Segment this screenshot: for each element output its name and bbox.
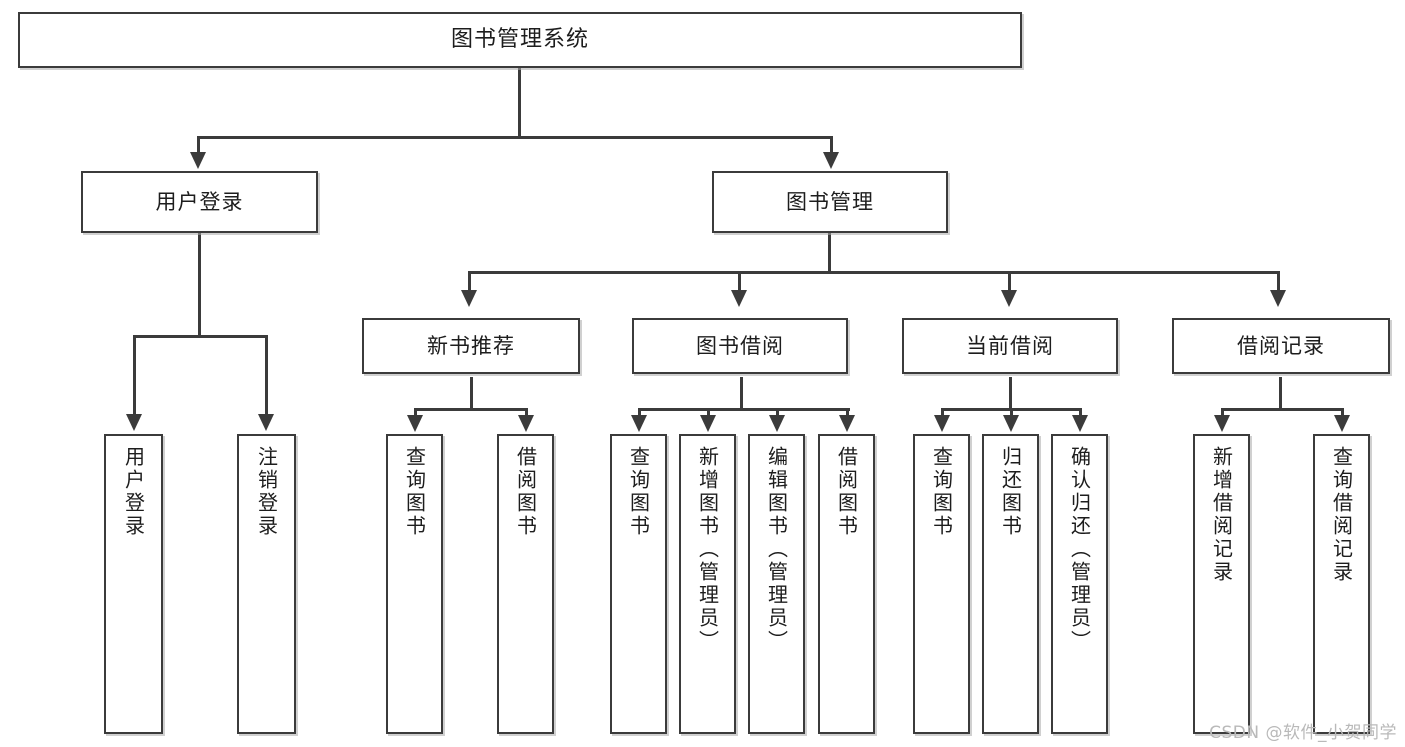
connector-current-drop-2: [1010, 408, 1013, 418]
node-user-login-label: 用户登录: [155, 189, 244, 214]
connector-record-bus: [1221, 408, 1344, 411]
leaf-recommend-borrow-book[interactable]: 借阅图书: [497, 434, 554, 734]
arrow-recommend-leaf-2: [518, 415, 534, 432]
arrow-to-new-book-recommend: [461, 290, 477, 307]
connector-borrow-stem: [740, 377, 743, 410]
connector-bookmanage-drop-1: [468, 271, 471, 292]
leaf-recommend-query-book[interactable]: 查询图书: [386, 434, 443, 734]
connector-userlogin-stem: [198, 233, 201, 337]
connector-bookmanage-drop-4: [1277, 271, 1280, 292]
node-book-borrow[interactable]: 图书借阅: [632, 318, 848, 374]
watermark: CSDN @软件_小贺同学: [1209, 723, 1397, 743]
connector-root-stem: [518, 68, 521, 138]
connector-record-drop-1: [1221, 408, 1224, 418]
leaf-borrow-add-book[interactable]: 新增图书（管理员）: [679, 434, 736, 734]
arrow-userlogin-leaf-1: [126, 414, 142, 431]
connector-borrow-drop-3: [776, 408, 779, 418]
connector-recommend-bus: [414, 408, 528, 411]
connector-current-drop-1: [941, 408, 944, 418]
connector-borrow-drop-2: [707, 408, 710, 418]
arrow-borrow-leaf-4: [839, 415, 855, 432]
arrow-to-book-manage: [823, 152, 839, 169]
node-user-login[interactable]: 用户登录: [81, 171, 318, 233]
connector-bookmanage-stem: [828, 233, 831, 273]
connector-borrow-drop-4: [846, 408, 849, 418]
leaf-borrow-query-book[interactable]: 查询图书: [610, 434, 667, 734]
connector-record-stem: [1279, 377, 1282, 410]
leaf-label: 查询借阅记录: [1329, 446, 1354, 584]
connector-bookmanage-drop-2: [738, 271, 741, 292]
connector-userlogin-bus: [133, 335, 268, 338]
leaf-label: 借阅图书: [513, 446, 538, 538]
arrow-userlogin-leaf-2: [258, 414, 274, 431]
arrow-current-leaf-1: [934, 415, 950, 432]
arrow-to-borrow-record: [1270, 290, 1286, 307]
connector-current-drop-3: [1079, 408, 1082, 418]
leaf-user-login-logout[interactable]: 注销登录: [237, 434, 296, 734]
leaf-label: 查询图书: [402, 446, 427, 538]
leaf-label: 借阅图书: [834, 446, 859, 538]
leaf-record-add-record[interactable]: 新增借阅记录: [1193, 434, 1250, 734]
leaf-label: 新增借阅记录: [1209, 446, 1234, 584]
node-current-borrow[interactable]: 当前借阅: [902, 318, 1118, 374]
leaf-borrow-borrow-book[interactable]: 借阅图书: [818, 434, 875, 734]
connector-root-drop-right: [830, 136, 833, 154]
connector-current-stem: [1009, 377, 1012, 410]
leaf-label: 注销登录: [254, 446, 279, 538]
connector-borrow-bus: [638, 408, 850, 411]
leaf-label: 查询图书: [626, 446, 651, 538]
connector-bookmanage-bus: [468, 271, 1280, 274]
arrow-to-user-login: [190, 152, 206, 169]
arrow-borrow-leaf-1: [631, 415, 647, 432]
connector-recommend-drop-2: [525, 408, 528, 418]
node-book-manage[interactable]: 图书管理: [712, 171, 948, 233]
arrow-record-leaf-1: [1214, 415, 1230, 432]
arrow-recommend-leaf-1: [407, 415, 423, 432]
arrow-record-leaf-2: [1334, 415, 1350, 432]
arrow-to-current-borrow: [1001, 290, 1017, 307]
arrow-borrow-leaf-2: [700, 415, 716, 432]
node-new-book-recommend-label: 新书推荐: [427, 333, 515, 358]
node-root-label: 图书管理系统: [450, 27, 589, 53]
leaf-label: 归还图书: [998, 446, 1023, 538]
connector-recommend-drop-1: [414, 408, 417, 418]
node-root[interactable]: 图书管理系统: [18, 12, 1022, 68]
connector-borrow-drop-1: [638, 408, 641, 418]
node-current-borrow-label: 当前借阅: [966, 333, 1054, 358]
connector-root-bus: [197, 136, 833, 139]
leaf-borrow-edit-book[interactable]: 编辑图书（管理员）: [748, 434, 805, 734]
connector-userlogin-drop-2: [265, 335, 268, 417]
leaf-user-login-login[interactable]: 用户登录: [104, 434, 163, 734]
node-book-manage-label: 图书管理: [786, 189, 874, 214]
leaf-current-query-book[interactable]: 查询图书: [913, 434, 970, 734]
leaf-label: 编辑图书（管理员）: [764, 446, 789, 653]
arrow-to-book-borrow: [731, 290, 747, 307]
node-new-book-recommend[interactable]: 新书推荐: [362, 318, 580, 374]
connector-userlogin-drop-1: [133, 335, 136, 417]
connector-record-drop-2: [1341, 408, 1344, 418]
leaf-label: 新增图书（管理员）: [695, 446, 720, 653]
leaf-current-return-book[interactable]: 归还图书: [982, 434, 1039, 734]
leaf-record-query-record[interactable]: 查询借阅记录: [1313, 434, 1370, 734]
arrow-current-leaf-2: [1003, 415, 1019, 432]
connector-recommend-stem: [470, 377, 473, 410]
connector-bookmanage-drop-3: [1008, 271, 1011, 292]
node-borrow-record[interactable]: 借阅记录: [1172, 318, 1390, 374]
leaf-current-confirm-return[interactable]: 确认归还（管理员）: [1051, 434, 1108, 734]
node-book-borrow-label: 图书借阅: [696, 333, 784, 358]
connector-root-drop-left: [197, 136, 200, 154]
leaf-label: 确认归还（管理员）: [1067, 446, 1092, 653]
leaf-label: 查询图书: [929, 446, 954, 538]
node-borrow-record-label: 借阅记录: [1237, 333, 1325, 358]
arrow-borrow-leaf-3: [769, 415, 785, 432]
leaf-label: 用户登录: [121, 446, 146, 538]
arrow-current-leaf-3: [1072, 415, 1088, 432]
